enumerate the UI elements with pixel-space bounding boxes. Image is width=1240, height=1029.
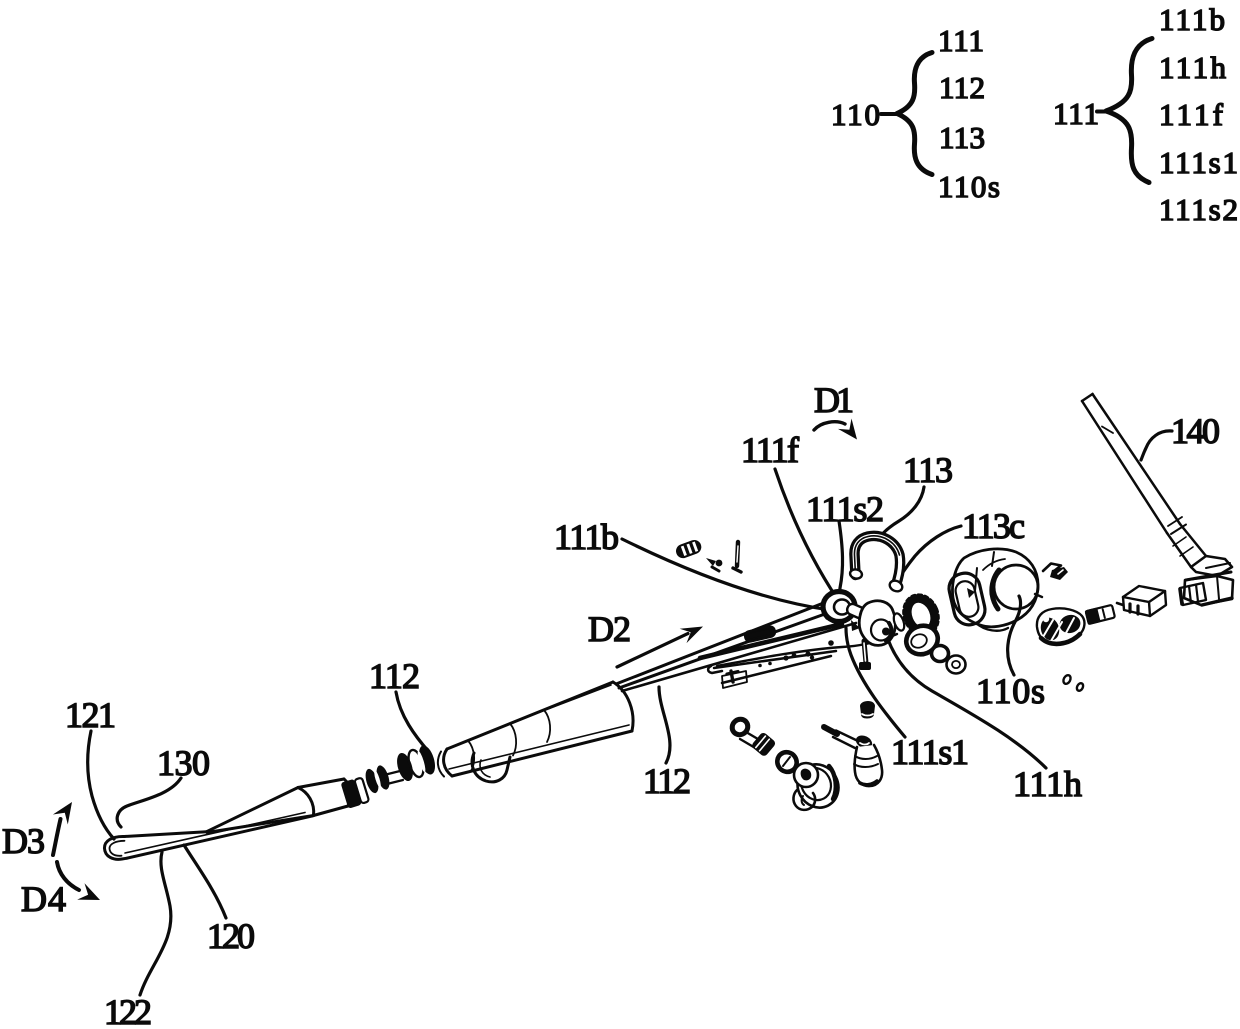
svg-text:111h: 111h (1159, 50, 1227, 85)
svg-text:111: 111 (1053, 96, 1099, 131)
svg-text:111f: 111f (741, 430, 799, 470)
svg-text:111s1: 111s1 (891, 732, 969, 772)
svg-text:111b: 111b (1159, 2, 1225, 37)
svg-text:113c: 113c (962, 506, 1025, 546)
svg-text:111h: 111h (1013, 764, 1082, 804)
svg-text:113: 113 (903, 450, 953, 490)
svg-text:113: 113 (939, 120, 985, 155)
svg-text:112: 112 (369, 656, 420, 696)
svg-text:112: 112 (939, 70, 985, 105)
svg-text:111s2: 111s2 (806, 489, 884, 529)
svg-text:111s1: 111s1 (1159, 145, 1238, 180)
svg-text:111s2: 111s2 (1159, 192, 1238, 227)
svg-text:D3: D3 (2, 821, 45, 861)
svg-text:D1: D1 (814, 380, 854, 420)
svg-text:111: 111 (938, 23, 984, 58)
svg-text:110s: 110s (938, 169, 1000, 204)
svg-text:121: 121 (65, 695, 116, 735)
svg-text:122: 122 (104, 992, 152, 1029)
svg-text:D4: D4 (21, 879, 66, 919)
svg-text:112: 112 (643, 761, 691, 801)
svg-text:D2: D2 (588, 609, 631, 649)
svg-text:140: 140 (1171, 411, 1220, 451)
svg-text:130: 130 (157, 743, 210, 783)
svg-text:120: 120 (207, 916, 255, 956)
svg-text:110: 110 (831, 97, 880, 132)
svg-text:111b: 111b (554, 517, 619, 557)
svg-text:110s: 110s (976, 671, 1045, 711)
